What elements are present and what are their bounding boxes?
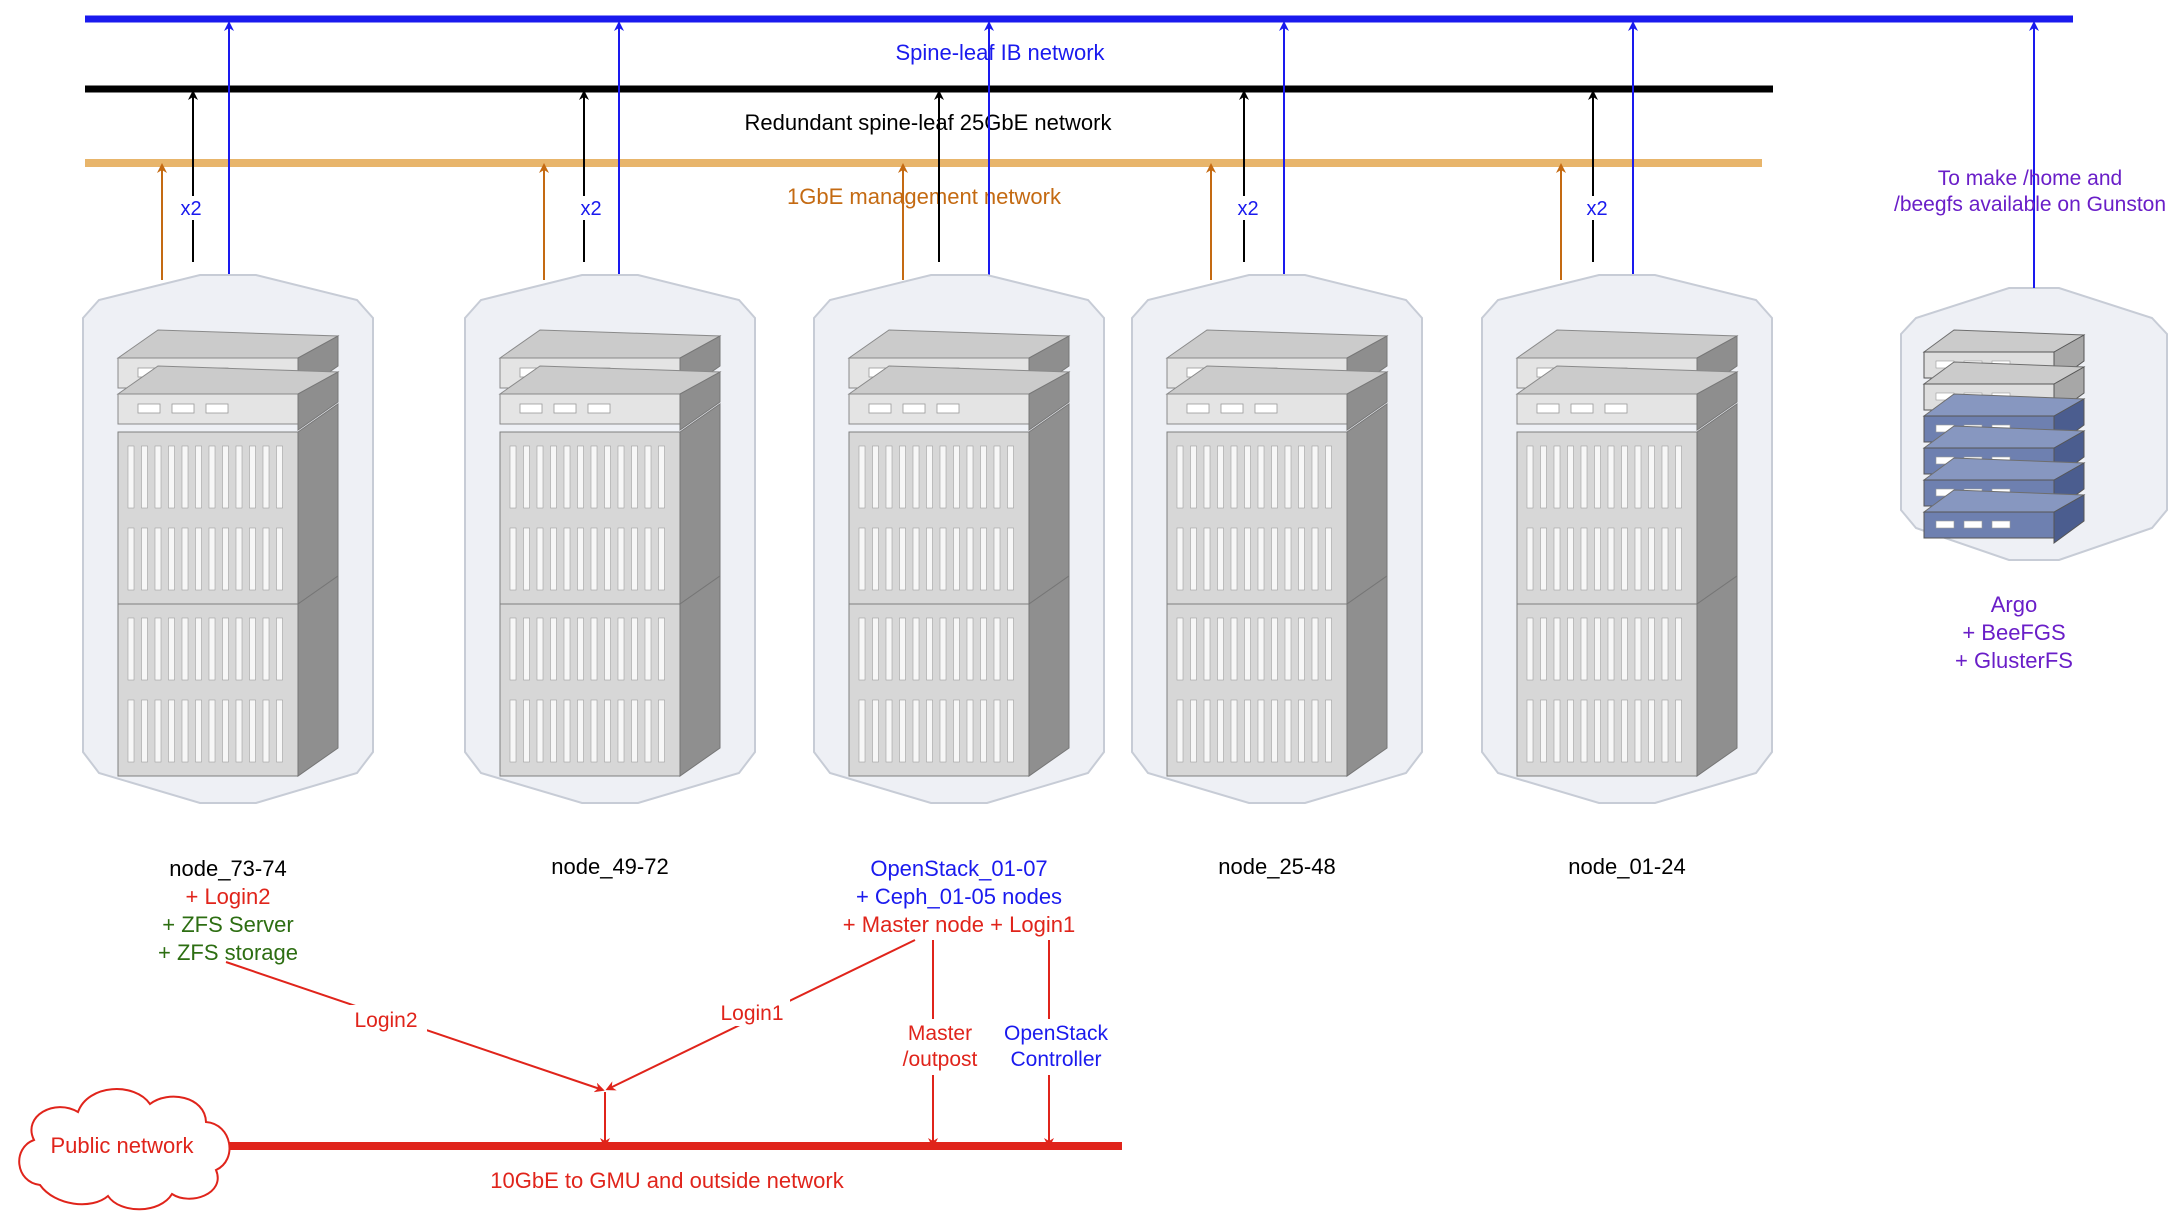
rack-uplink-set: x2 bbox=[1556, 21, 1638, 288]
rack-uplink-set: x2 bbox=[539, 21, 624, 288]
rack-caption-node-49-72: node_49-72 bbox=[551, 854, 668, 879]
argo-sublabel-beefgs: + BeeFGS bbox=[1962, 620, 2065, 645]
rack-switch-unit bbox=[498, 365, 722, 431]
rack-blade-chassis bbox=[848, 575, 1070, 777]
rack-switch-unit bbox=[847, 365, 1071, 431]
rack-sublabel-master-login1: + Master node + Login1 bbox=[843, 912, 1075, 937]
rack-node-49-72 bbox=[464, 274, 756, 804]
rack-caption-node-25-48: node_25-48 bbox=[1218, 854, 1335, 879]
rack-blade-chassis bbox=[117, 403, 339, 605]
rack-sublabel-login2: + Login2 bbox=[185, 884, 270, 909]
rack-uplink-set: x2 bbox=[1206, 21, 1289, 288]
rack-sublabel-zfs-storage: + ZFS storage bbox=[158, 940, 298, 965]
controller-label-1: OpenStack bbox=[1004, 1022, 1108, 1045]
rack-label-node-49-72: node_49-72 bbox=[551, 854, 668, 879]
mgmt-network-label: 1GbE management network bbox=[787, 184, 1062, 209]
x2-label: x2 bbox=[1586, 198, 1607, 220]
rack-group bbox=[82, 274, 1773, 804]
rack-openstack-01-07 bbox=[813, 274, 1105, 804]
rack-blade-chassis bbox=[848, 403, 1070, 605]
rack-uplink-set: x2 bbox=[157, 21, 234, 288]
cloud-icon bbox=[18, 1088, 231, 1211]
rack-blade-chassis bbox=[117, 575, 339, 777]
argo-note-line-1: To make /home and bbox=[1938, 167, 2122, 190]
ib-network-label: Spine-leaf IB network bbox=[895, 40, 1105, 65]
cloud-label: Public network bbox=[50, 1133, 194, 1158]
rack-blade-chassis bbox=[1166, 403, 1388, 605]
argo-caption: Argo + BeeFGS + GlusterFS bbox=[1955, 592, 2073, 673]
rack-label-openstack: OpenStack_01-07 bbox=[870, 856, 1047, 881]
controller-label-2: Controller bbox=[1010, 1048, 1101, 1071]
rack-blade-chassis bbox=[499, 403, 721, 605]
rack-caption-openstack: OpenStack_01-07 + Ceph_01-05 nodes + Mas… bbox=[843, 856, 1075, 937]
x2-label: x2 bbox=[180, 198, 201, 220]
public-connections: Login2 Login1 Master /outpost OpenStack … bbox=[225, 939, 1114, 1148]
rack-label-node-73-74: node_73-74 bbox=[169, 856, 286, 881]
rack-label-node-25-48: node_25-48 bbox=[1218, 854, 1335, 879]
rack-switch-unit bbox=[1165, 365, 1389, 431]
rack-blade-chassis bbox=[1516, 575, 1738, 777]
rack-switch-unit bbox=[1515, 365, 1739, 431]
master-label-1: Master bbox=[908, 1022, 972, 1045]
rack-sublabel-zfs-server: + ZFS Server bbox=[162, 912, 293, 937]
rack-sublabel-ceph: + Ceph_01-05 nodes bbox=[856, 884, 1062, 909]
rack-blade-chassis bbox=[499, 575, 721, 777]
login2-label: Login2 bbox=[354, 1009, 417, 1032]
public-network-label: 10GbE to GMU and outside network bbox=[490, 1168, 844, 1193]
public-network-cloud: Public network bbox=[18, 1088, 231, 1211]
rack-caption-node-01-24: node_01-24 bbox=[1568, 854, 1685, 879]
rack-blade-chassis bbox=[1516, 403, 1738, 605]
rack-uplink-set bbox=[898, 21, 994, 288]
rack-uplinks: x2 x2 x2 x2 bbox=[157, 21, 1638, 288]
argo-note-line-2: /beegfs available on Gunston bbox=[1894, 193, 2166, 216]
argo-server-unit bbox=[1922, 489, 2086, 544]
rack-node-73-74 bbox=[82, 274, 374, 804]
eth25-network-label: Redundant spine-leaf 25GbE network bbox=[745, 110, 1113, 135]
rack-blade-chassis bbox=[1166, 575, 1388, 777]
argo-sublabel-glusterfs: + GlusterFS bbox=[1955, 648, 2073, 673]
rack-caption-node-73-74: node_73-74 + Login2 + ZFS Server + ZFS s… bbox=[158, 856, 298, 965]
rack-label-node-01-24: node_01-24 bbox=[1568, 854, 1685, 879]
rack-node-01-24 bbox=[1481, 274, 1773, 804]
x2-label: x2 bbox=[580, 198, 601, 220]
x2-label: x2 bbox=[1237, 198, 1258, 220]
master-label-2: /outpost bbox=[903, 1048, 978, 1071]
rack-node-25-48 bbox=[1131, 274, 1423, 804]
argo-label: Argo bbox=[1991, 592, 2037, 617]
argo-storage-server bbox=[1900, 287, 2168, 561]
login1-label: Login1 bbox=[720, 1002, 783, 1025]
rack-switch-unit bbox=[116, 365, 340, 431]
